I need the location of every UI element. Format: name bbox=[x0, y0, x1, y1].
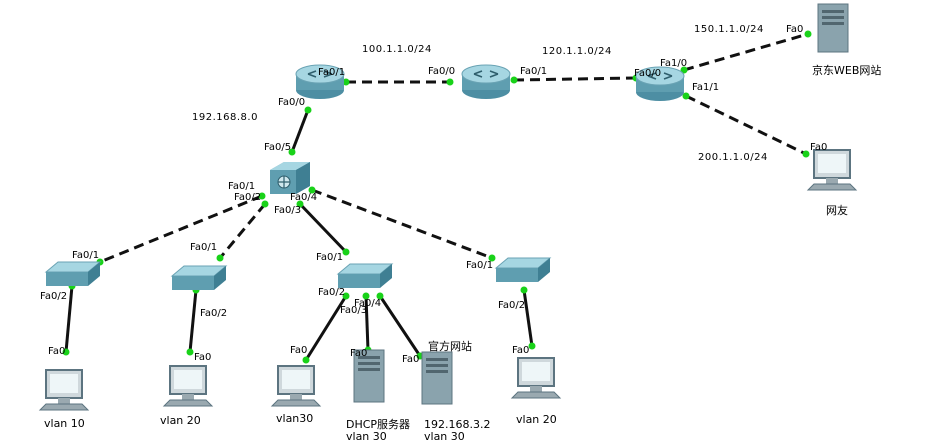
device-caption-pc1: vlan 10 bbox=[44, 417, 85, 430]
port-label: Fa0/1 bbox=[316, 252, 344, 263]
port-label: Fa0/5 bbox=[264, 142, 292, 153]
port-label: Fa0/3 bbox=[274, 205, 302, 216]
link-s3-srv[interactable] bbox=[378, 295, 422, 357]
link-ms-s4[interactable] bbox=[311, 188, 493, 260]
network-label-200: 200.1.1.0/24 bbox=[698, 152, 768, 163]
link-r1-ms[interactable] bbox=[290, 109, 310, 153]
port-label: Fa0 bbox=[810, 142, 828, 153]
server-dhcp[interactable] bbox=[353, 349, 385, 403]
server-web[interactable] bbox=[817, 3, 849, 53]
pc-vlan30[interactable] bbox=[270, 365, 322, 407]
server-official[interactable] bbox=[421, 351, 453, 405]
port-label: Fa0/4 bbox=[354, 298, 382, 309]
device-caption-pc4: vlan 20 bbox=[516, 413, 557, 426]
port-label: Fa0 bbox=[290, 345, 308, 356]
port-label: Fa0/1 bbox=[466, 260, 494, 271]
device-caption-server-vlan: vlan 30 bbox=[424, 430, 465, 443]
port-label: Fa0/2 bbox=[234, 192, 262, 203]
port-label: Fa1/0 bbox=[660, 58, 688, 69]
link-s3-pc3[interactable] bbox=[304, 295, 348, 361]
port-label: Fa0/0 bbox=[634, 68, 662, 79]
switch-1[interactable] bbox=[44, 261, 102, 286]
device-caption-server-ip: 192.168.3.2 bbox=[424, 418, 491, 431]
port-label: Fa0 bbox=[786, 24, 804, 35]
network-label-120: 120.1.1.0/24 bbox=[542, 46, 612, 57]
port-label: Fa0/2 bbox=[498, 300, 526, 311]
network-label-192: 192.168.8.0 bbox=[192, 112, 258, 123]
link-s1-pc1[interactable] bbox=[64, 285, 74, 353]
device-caption-pc2: vlan 20 bbox=[160, 414, 201, 427]
port-label: Fa1/1 bbox=[692, 82, 720, 93]
pc-vlan10[interactable] bbox=[38, 369, 90, 411]
link-ms-s1[interactable] bbox=[99, 194, 263, 264]
device-caption-server-title: 官方网站 bbox=[428, 340, 472, 353]
links bbox=[64, 32, 809, 361]
port-label: Fa0/1 bbox=[72, 250, 100, 261]
port-label: Fa0 bbox=[194, 352, 212, 363]
device-caption-friend: 网友 bbox=[826, 204, 848, 217]
link-s3-dhcp[interactable] bbox=[364, 295, 370, 351]
port-label: Fa0 bbox=[402, 354, 420, 365]
network-label-100: 100.1.1.0/24 bbox=[362, 44, 432, 55]
port-label: Fa0/1 bbox=[520, 66, 548, 77]
port-label: Fa0 bbox=[48, 346, 66, 357]
port-label: Fa0/4 bbox=[290, 192, 318, 203]
switch-4[interactable] bbox=[494, 257, 552, 282]
device-caption-pc3: vlan30 bbox=[276, 412, 314, 425]
port-label: Fa0/2 bbox=[200, 308, 228, 319]
port-label: Fa0/0 bbox=[278, 97, 306, 108]
router-2[interactable] bbox=[461, 64, 511, 99]
device-caption-dhcp-name: DHCP服务器 bbox=[346, 418, 411, 431]
link-r3-web[interactable] bbox=[683, 32, 809, 72]
link-status-dots bbox=[62, 30, 812, 364]
pc-friend[interactable] bbox=[806, 149, 858, 191]
port-label: Fa0 bbox=[512, 345, 530, 356]
router-1[interactable] bbox=[295, 64, 345, 99]
link-r2-r3[interactable] bbox=[513, 76, 637, 82]
link-ms-s2[interactable] bbox=[218, 203, 267, 259]
port-label: Fa0 bbox=[350, 348, 368, 359]
port-label: Fa0/2 bbox=[40, 291, 68, 302]
port-label: Fa0/1 bbox=[190, 242, 218, 253]
port-label: Fa0/1 bbox=[318, 67, 346, 78]
device-caption-web: 京东WEB网站 bbox=[812, 64, 882, 77]
port-label: Fa0/1 bbox=[228, 181, 256, 192]
switch-3[interactable] bbox=[336, 263, 394, 288]
router-3[interactable] bbox=[635, 66, 685, 101]
link-s4-pc4[interactable] bbox=[522, 289, 534, 347]
switch-2[interactable] bbox=[170, 265, 228, 290]
multilayer-switch[interactable] bbox=[270, 162, 310, 194]
pc-vlan20-a[interactable] bbox=[162, 365, 214, 407]
pc-vlan20-b[interactable] bbox=[510, 357, 562, 399]
link-s2-pc2[interactable] bbox=[188, 289, 198, 353]
port-label: Fa0/0 bbox=[428, 66, 456, 77]
device-caption-dhcp-vlan: vlan 30 bbox=[346, 430, 387, 443]
link-r3-friend[interactable] bbox=[685, 94, 807, 156]
port-label: Fa0/3 bbox=[340, 305, 368, 316]
link-ms-s3[interactable] bbox=[298, 202, 348, 254]
port-label: Fa0/2 bbox=[318, 287, 346, 298]
network-label-150: 150.1.1.0/24 bbox=[694, 24, 764, 35]
